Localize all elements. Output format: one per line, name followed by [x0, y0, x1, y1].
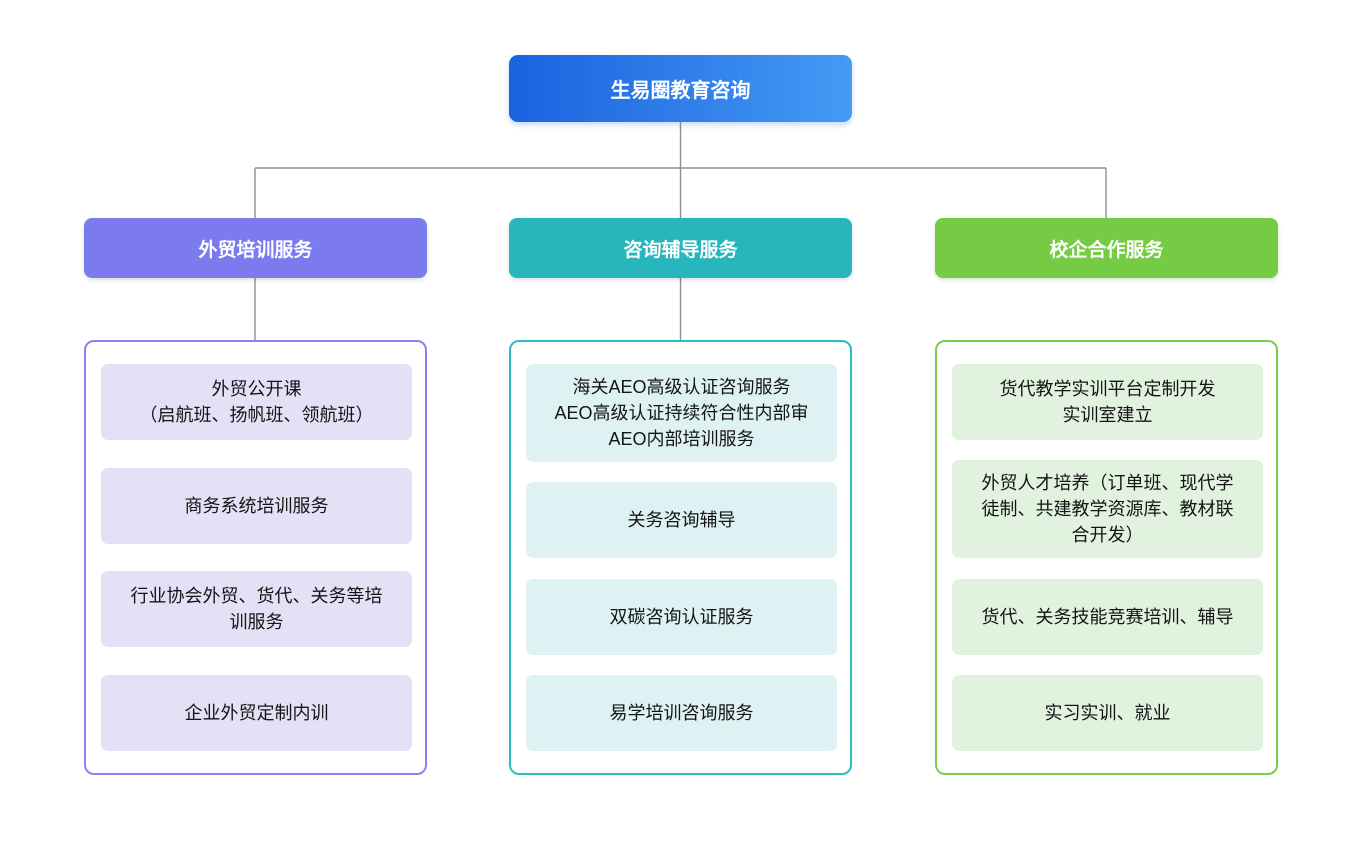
service-item: 企业外贸定制内训 — [101, 674, 412, 751]
service-item: 双碳咨询认证服务 — [526, 578, 837, 655]
branch-header-foreign-trade-training: 外贸培训服务 — [84, 218, 427, 278]
service-item: 关务咨询辅导 — [526, 482, 837, 559]
branch-header-school-enterprise-cooperation: 校企合作服务 — [935, 218, 1278, 278]
branch-consulting-coaching: 咨询辅导服务 海关AEO高级认证咨询服务 AEO高级认证持续符合性内部审 AEO… — [509, 218, 852, 775]
service-item: 货代教学实训平台定制开发 实训室建立 — [952, 364, 1263, 440]
service-item: 商务系统培训服务 — [101, 467, 412, 544]
branch-school-enterprise-cooperation: 校企合作服务 货代教学实训平台定制开发 实训室建立 外贸人才培养（订单班、现代学… — [935, 218, 1278, 775]
branch-foreign-trade-training: 外贸培训服务 外贸公开课 （启航班、扬帆班、领航班） 商务系统培训服务 行业协会… — [84, 218, 427, 775]
service-item: 外贸公开课 （启航班、扬帆班、领航班） — [101, 364, 412, 440]
service-item: 海关AEO高级认证咨询服务 AEO高级认证持续符合性内部审 AEO内部培训服务 — [526, 364, 837, 462]
service-item: 行业协会外贸、货代、关务等培训服务 — [101, 571, 412, 648]
root-node: 生易圈教育咨询 — [509, 55, 852, 122]
root-node-label: 生易圈教育咨询 — [610, 80, 751, 102]
branch-container-school-enterprise-cooperation: 货代教学实训平台定制开发 实训室建立 外贸人才培养（订单班、现代学徒制、共建教学… — [935, 340, 1278, 775]
branch-container-consulting-coaching: 海关AEO高级认证咨询服务 AEO高级认证持续符合性内部审 AEO内部培训服务 … — [509, 340, 852, 775]
service-item: 外贸人才培养（订单班、现代学徒制、共建教学资源库、教材联合开发） — [952, 460, 1263, 559]
service-item: 货代、关务技能竞赛培训、辅导 — [952, 578, 1263, 655]
branch-container-foreign-trade-training: 外贸公开课 （启航班、扬帆班、领航班） 商务系统培训服务 行业协会外贸、货代、关… — [84, 340, 427, 775]
service-item: 易学培训咨询服务 — [526, 674, 837, 751]
service-item: 实习实训、就业 — [952, 674, 1263, 751]
branch-header-consulting-coaching: 咨询辅导服务 — [509, 218, 852, 278]
